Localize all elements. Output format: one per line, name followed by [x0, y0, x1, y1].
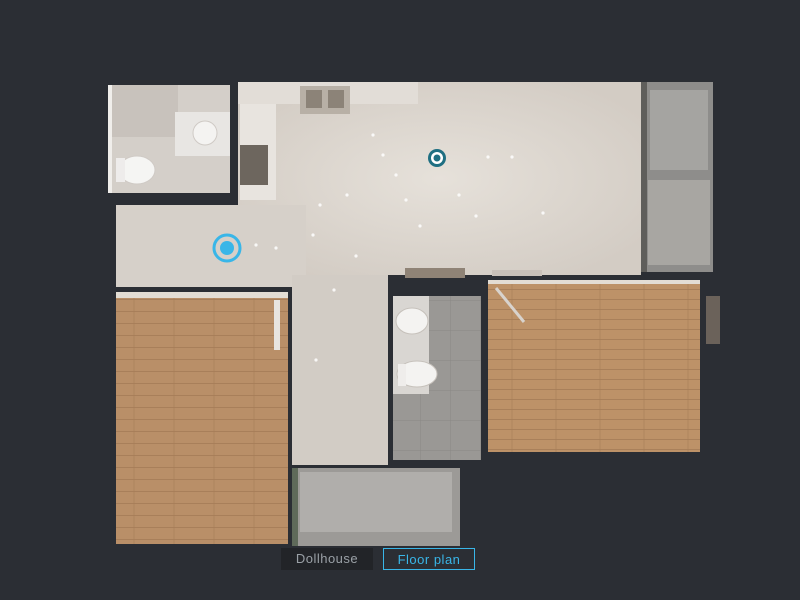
bedroom-right	[488, 280, 720, 452]
living-kitchen-area	[116, 82, 641, 287]
bathroom-middle	[393, 296, 481, 460]
current-position-marker[interactable]	[212, 233, 242, 263]
scan-point-marker[interactable]	[428, 149, 446, 167]
tab-floor-plan[interactable]: Floor plan	[383, 548, 475, 570]
balcony-right	[641, 82, 713, 272]
utility-room-bottom	[292, 468, 460, 546]
bathroom-top-left	[108, 85, 230, 193]
view-mode-tabs: Dollhouse Floor plan	[281, 548, 475, 570]
bedroom-left	[116, 292, 288, 544]
ceiling-lights	[254, 133, 545, 362]
hallway	[292, 275, 388, 465]
tab-dollhouse[interactable]: Dollhouse	[281, 548, 373, 570]
